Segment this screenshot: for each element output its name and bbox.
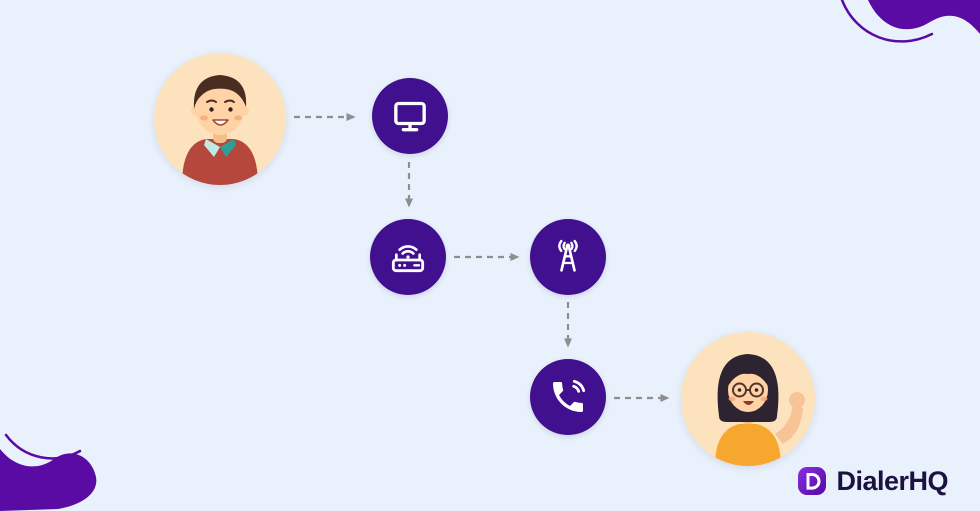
corner-wave-bottom-left [0, 433, 97, 511]
dialerhq-logo: DialerHQ [796, 465, 948, 497]
phone-node [530, 359, 606, 435]
corner-wave-top-right [840, 0, 980, 43]
cell-tower-icon [558, 239, 578, 272]
receiver-person-illustration [681, 332, 815, 466]
caller-person-illustration [154, 53, 286, 185]
cell-tower-node [530, 219, 606, 295]
dialerhq-logo-icon [798, 467, 827, 495]
monitor-icon [394, 101, 426, 132]
computer-node [372, 78, 448, 154]
receiver-avatar [681, 332, 815, 466]
caller-avatar [154, 53, 286, 185]
router-icon [391, 245, 425, 273]
phone-call-icon [553, 379, 586, 412]
router-node [370, 219, 446, 295]
dialerhq-logo-text: DialerHQ [836, 465, 948, 496]
